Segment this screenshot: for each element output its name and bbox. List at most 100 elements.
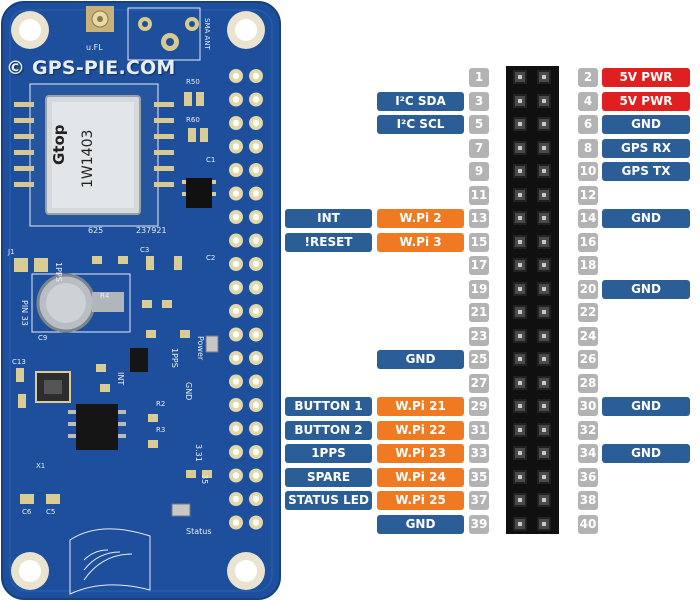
board-pin-hole — [232, 401, 240, 409]
svg-text:X1: X1 — [36, 462, 45, 470]
pin-number-6: 6 — [578, 115, 598, 134]
pin-number-7: 7 — [469, 139, 489, 158]
board-pin-hole — [252, 495, 260, 503]
board-pin-hole — [252, 166, 260, 174]
board-pin-hole — [232, 143, 240, 150]
header-pin-14 — [537, 211, 551, 225]
svg-text:C9: C9 — [38, 334, 47, 342]
pin-number-22: 22 — [578, 303, 598, 322]
board-pin-hole — [232, 472, 240, 479]
gps-module: Gtop 1W1403 625 237921 — [14, 83, 174, 235]
header-pin-23 — [513, 329, 527, 343]
board-pin-hole — [252, 354, 260, 362]
pin-number-28: 28 — [578, 374, 598, 393]
board-pin-hole — [252, 472, 260, 479]
pin-number-12: 12 — [578, 186, 598, 205]
pin-31-label-1: W.Pi 22 — [377, 421, 464, 440]
pin-number-30: 30 — [578, 397, 598, 416]
svg-text:Status: Status — [186, 527, 212, 536]
header-pin-40 — [537, 517, 551, 531]
board-pin-hole — [252, 378, 260, 385]
board-pin-hole — [232, 190, 240, 197]
pin-2-label-0: 5V PWR — [602, 68, 690, 87]
svg-text:625: 625 — [88, 226, 103, 235]
board-pin-hole — [252, 213, 260, 221]
board-pin-hole — [252, 401, 260, 409]
pin-number-39: 39 — [469, 515, 489, 534]
pin-number-23: 23 — [469, 327, 489, 346]
pin-30-label-0: GND — [602, 397, 690, 416]
pin-5-label-0: I²C SCL — [377, 115, 464, 134]
board-pin-hole — [232, 448, 240, 456]
header-pin-16 — [537, 235, 551, 249]
pin-number-15: 15 — [469, 233, 489, 252]
svg-text:u.FL: u.FL — [86, 43, 103, 52]
pin-number-33: 33 — [469, 444, 489, 463]
pin-15-label-1: W.Pi 3 — [377, 233, 464, 252]
header-pin-1 — [513, 70, 527, 84]
board-pin-hole — [252, 190, 260, 197]
header-pin-11 — [513, 188, 527, 202]
svg-text:Gtop: Gtop — [50, 124, 68, 165]
pin-number-27: 27 — [469, 374, 489, 393]
board-pin-hole — [232, 307, 240, 315]
pin-number-21: 21 — [469, 303, 489, 322]
pin-10-label-0: GPS TX — [602, 162, 690, 181]
board-pin-hole — [232, 166, 240, 174]
board-pin-hole — [232, 354, 240, 362]
header-pin-22 — [537, 305, 551, 319]
pin-4-label-0: 5V PWR — [602, 92, 690, 111]
header-pin-39 — [513, 517, 527, 531]
header-pin-21 — [513, 305, 527, 319]
pin-number-18: 18 — [578, 256, 598, 275]
header-pin-9 — [513, 164, 527, 178]
pin-number-13: 13 — [469, 209, 489, 228]
board-pin-hole — [232, 331, 240, 338]
board-pin-hole — [232, 495, 240, 503]
pin-29-label-0: BUTTON 1 — [285, 397, 372, 416]
pin-number-40: 40 — [578, 515, 598, 534]
svg-text:35: 35 — [200, 474, 209, 484]
board-pin-hole — [252, 519, 260, 526]
svg-text:3.31: 3.31 — [194, 444, 203, 462]
board-pin-hole — [232, 237, 240, 244]
pcb-inner-edge — [9, 9, 273, 592]
svg-text:J1: J1 — [7, 248, 15, 256]
pin-number-25: 25 — [469, 350, 489, 369]
svg-text:PIN 33: PIN 33 — [20, 300, 29, 326]
pin-31-label-0: BUTTON 2 — [285, 421, 372, 440]
pin-number-34: 34 — [578, 444, 598, 463]
mounting-holes — [11, 11, 265, 590]
pin-number-4: 4 — [578, 92, 598, 111]
header-pin-15 — [513, 235, 527, 249]
pin-number-38: 38 — [578, 491, 598, 510]
board-pin-hole — [252, 96, 260, 103]
svg-text:R4: R4 — [100, 292, 110, 300]
header-pin-36 — [537, 470, 551, 484]
svg-text:1PPS: 1PPS — [54, 262, 63, 282]
header-pin-2 — [537, 70, 551, 84]
board-pin-hole — [232, 378, 240, 385]
pin-number-9: 9 — [469, 162, 489, 181]
board-pin-hole — [232, 260, 240, 268]
header-pin-35 — [513, 470, 527, 484]
passive-components — [14, 92, 219, 517]
board-gpio-header — [229, 69, 263, 530]
board-pin-hole — [252, 284, 260, 291]
board-pin-hole — [232, 119, 240, 127]
board-pin-hole — [232, 213, 240, 221]
header-pin-26 — [537, 352, 551, 366]
pin-number-10: 10 — [578, 162, 598, 181]
pin-6-label-0: GND — [602, 115, 690, 134]
svg-text:Power: Power — [196, 336, 205, 361]
header-pin-19 — [513, 282, 527, 296]
board-pin-hole — [232, 96, 240, 103]
pin-15-label-0: !RESET — [285, 233, 372, 252]
board-pin-hole — [232, 284, 240, 291]
pin-33-label-1: W.Pi 23 — [377, 444, 464, 463]
gps-board-photo: u.FL SMA ANT Gtop 1W1403 62 — [1, 1, 281, 600]
svg-text:C5: C5 — [46, 508, 55, 516]
pin-37-label-1: W.Pi 25 — [377, 491, 464, 510]
header-pin-17 — [513, 258, 527, 272]
pin-3-label-0: I²C SDA — [377, 92, 464, 111]
